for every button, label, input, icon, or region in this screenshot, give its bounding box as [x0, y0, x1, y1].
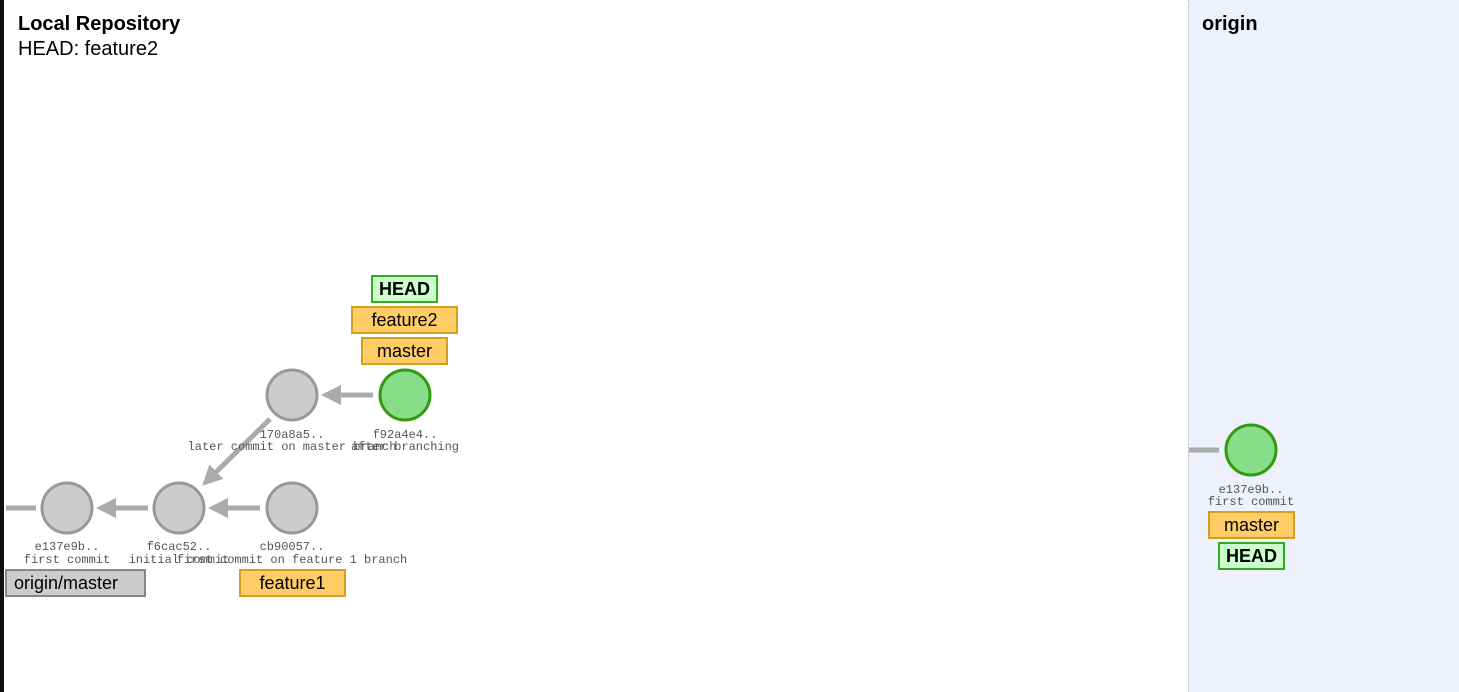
origin-branch-tag-master[interactable]: master: [1208, 511, 1295, 539]
origin-pane: [1188, 0, 1459, 692]
commit-id: 170a8a5..: [260, 428, 325, 442]
local-repository-pane: [6, 0, 1188, 692]
branch-tag-feature1[interactable]: feature1: [239, 569, 346, 597]
head-status-line: HEAD: feature2: [18, 38, 159, 60]
commit-message: initial commit: [129, 553, 230, 567]
commit-f6cac52[interactable]: f6cac52.. initial commit: [129, 481, 230, 567]
commit-f92a4e4[interactable]: f92a4e4.. after branching: [351, 368, 459, 454]
pane-left-edge: [0, 0, 4, 692]
edge-170a8a5-to-f6cac52: [202, 417, 272, 486]
commit-cb90057[interactable]: cb90057.. first commit on feature 1 bran…: [177, 481, 407, 567]
local-repository-title: Local Repository: [18, 13, 181, 35]
commit-message: first commit: [24, 553, 110, 567]
commit-message: after branching: [351, 440, 459, 454]
commit-170a8a5[interactable]: 170a8a5.. later commit on master branch: [188, 368, 397, 454]
commit-id: f6cac52..: [147, 540, 212, 554]
commit-message: first commit: [1208, 495, 1294, 509]
branch-tag-feature2[interactable]: feature2: [351, 306, 458, 334]
pane-left-edge-gap: [4, 0, 6, 692]
origin-commit-e137e9b[interactable]: e137e9b.. first commit: [1208, 423, 1294, 509]
commit-id: e137e9b..: [35, 540, 100, 554]
branch-tag-master[interactable]: master: [361, 337, 448, 365]
remote-branch-tag-origin-master[interactable]: origin/master: [5, 569, 146, 597]
commit-id: f92a4e4..: [373, 428, 438, 442]
origin-head-tag[interactable]: HEAD: [1218, 542, 1285, 570]
commit-message: first commit on feature 1 branch: [177, 553, 407, 567]
origin-title: origin: [1202, 13, 1258, 35]
head-tag[interactable]: HEAD: [371, 275, 438, 303]
commit-message: later commit on master branch: [188, 440, 397, 454]
commit-e137e9b[interactable]: e137e9b.. first commit: [24, 481, 110, 567]
commit-id: e137e9b..: [1219, 483, 1284, 497]
commit-id: cb90057..: [260, 540, 325, 554]
